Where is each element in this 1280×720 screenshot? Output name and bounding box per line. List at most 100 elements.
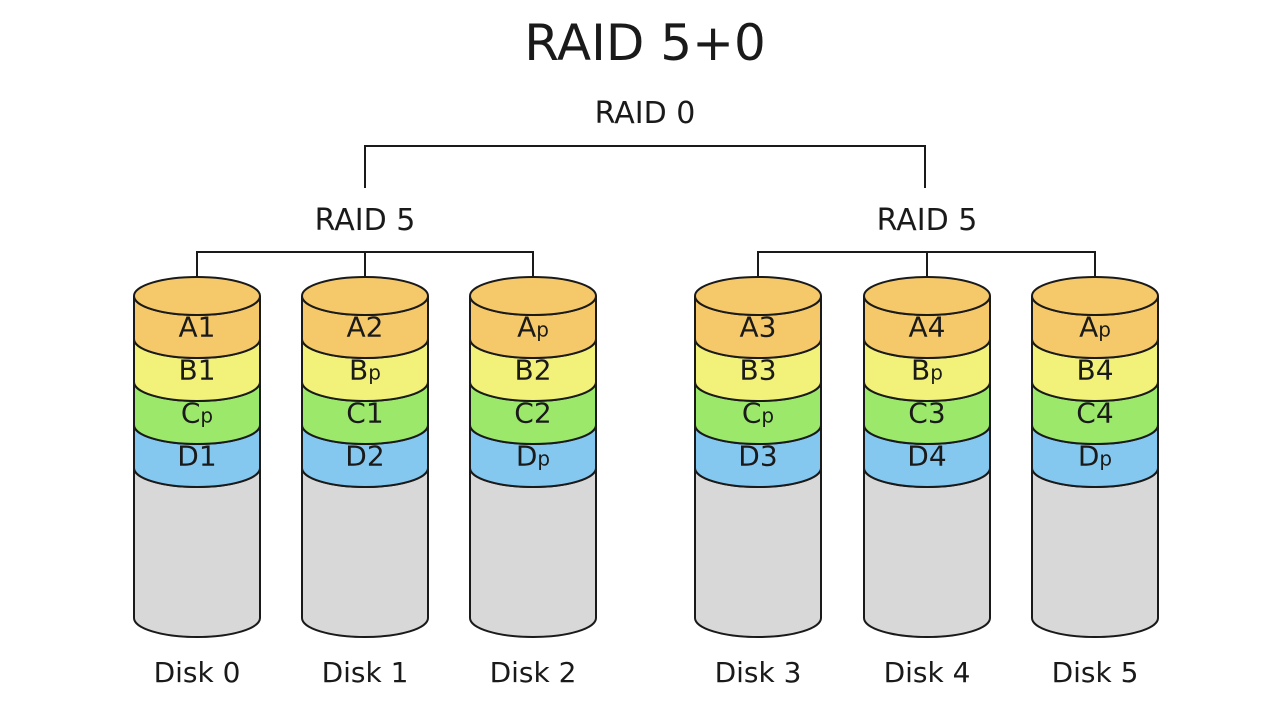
- block-label-index: 4: [1096, 354, 1114, 387]
- disk-empty-space: [1031, 467, 1159, 638]
- block-label: B3: [739, 354, 776, 387]
- block-label-index: 2: [366, 311, 384, 344]
- block-label: Ap: [517, 311, 549, 344]
- disk-label: Disk 3: [715, 656, 802, 689]
- block-label-base: C: [346, 397, 366, 430]
- block-label: Ap: [1079, 311, 1111, 344]
- block-label-base: B: [739, 354, 758, 387]
- disk-empty-space: [694, 467, 822, 638]
- disk-top-cap: [863, 276, 991, 316]
- block-label: Bp: [911, 354, 943, 387]
- block-label-base: A: [517, 311, 536, 344]
- block-label: D4: [907, 440, 946, 473]
- block-label: A1: [179, 311, 216, 344]
- block-label-base: A: [740, 311, 759, 344]
- block-label-parity: p: [537, 447, 550, 471]
- block-label-base: C: [742, 397, 762, 430]
- block-label: C4: [1076, 397, 1113, 430]
- block-label-parity: p: [1099, 447, 1112, 471]
- disk-empty-space: [133, 467, 261, 638]
- block-label-base: B: [514, 354, 533, 387]
- block-label-base: B: [911, 354, 930, 387]
- block-label: A4: [909, 311, 946, 344]
- block-label-index: 1: [198, 354, 216, 387]
- block-label-base: D: [907, 440, 929, 473]
- raid0-label: RAID 0: [595, 96, 696, 131]
- block-label-base: D: [1078, 440, 1100, 473]
- block-label: D2: [345, 440, 384, 473]
- block-label-parity: p: [200, 404, 213, 428]
- disk-empty-space: [863, 467, 991, 638]
- block-label-parity: p: [368, 361, 381, 385]
- block-label-base: C: [514, 397, 534, 430]
- block-label-index: 3: [759, 354, 777, 387]
- block-label: B2: [514, 354, 551, 387]
- block-label-index: 3: [928, 397, 946, 430]
- block-label-base: C: [1076, 397, 1096, 430]
- block-label-index: 4: [929, 440, 947, 473]
- disk-empty-space: [301, 467, 429, 638]
- block-label-base: B: [178, 354, 197, 387]
- disk-top-cap: [694, 276, 822, 316]
- connector-lines: [196, 145, 1096, 296]
- disk-top-cap: [1031, 276, 1159, 316]
- block-label-index: 1: [199, 440, 217, 473]
- block-label-base: D: [345, 440, 367, 473]
- block-label-base: D: [177, 440, 199, 473]
- block-label-base: A: [179, 311, 198, 344]
- block-label-parity: p: [1098, 318, 1111, 342]
- block-label-index: 2: [534, 397, 552, 430]
- disk-empty-space: [469, 467, 597, 638]
- block-label-base: C: [908, 397, 928, 430]
- raid5-label-right: RAID 5: [877, 203, 978, 238]
- block-label: A3: [740, 311, 777, 344]
- block-label-index: 4: [1096, 397, 1114, 430]
- block-label-base: D: [738, 440, 760, 473]
- block-label-base: B: [1076, 354, 1095, 387]
- block-label-index: 1: [198, 311, 216, 344]
- block-label: Cp: [742, 397, 774, 430]
- block-label-parity: p: [930, 361, 943, 385]
- disk-top-cap: [301, 276, 429, 316]
- block-label: D3: [738, 440, 777, 473]
- disk-label: Disk 2: [490, 656, 577, 689]
- block-label-base: D: [516, 440, 538, 473]
- disk-label: Disk 4: [884, 656, 971, 689]
- block-label-base: A: [1079, 311, 1098, 344]
- block-label-index: 3: [760, 440, 778, 473]
- disk-label: Disk 1: [322, 656, 409, 689]
- block-label: C2: [514, 397, 551, 430]
- block-label: C1: [346, 397, 383, 430]
- block-label: B4: [1076, 354, 1113, 387]
- block-label: D1: [177, 440, 216, 473]
- block-label: Cp: [181, 397, 213, 430]
- block-label: Bp: [349, 354, 381, 387]
- block-label: B1: [178, 354, 215, 387]
- raid5-label-left: RAID 5: [315, 203, 416, 238]
- block-label-index: 1: [366, 397, 384, 430]
- block-label-parity: p: [536, 318, 549, 342]
- disk-label: Disk 5: [1052, 656, 1139, 689]
- block-label-index: 2: [534, 354, 552, 387]
- block-label: Dp: [516, 440, 550, 473]
- block-label-index: 2: [367, 440, 385, 473]
- block-label-base: A: [347, 311, 366, 344]
- disk-label: Disk 0: [154, 656, 241, 689]
- diagram-title: RAID 5+0: [524, 14, 766, 72]
- block-label-base: C: [181, 397, 201, 430]
- block-label-base: B: [349, 354, 368, 387]
- disk-top-cap: [469, 276, 597, 316]
- block-label: A2: [347, 311, 384, 344]
- block-label: C3: [908, 397, 945, 430]
- disk-top-cap: [133, 276, 261, 316]
- block-label-base: A: [909, 311, 928, 344]
- raid0-connector: [364, 145, 926, 188]
- block-label-index: 4: [928, 311, 946, 344]
